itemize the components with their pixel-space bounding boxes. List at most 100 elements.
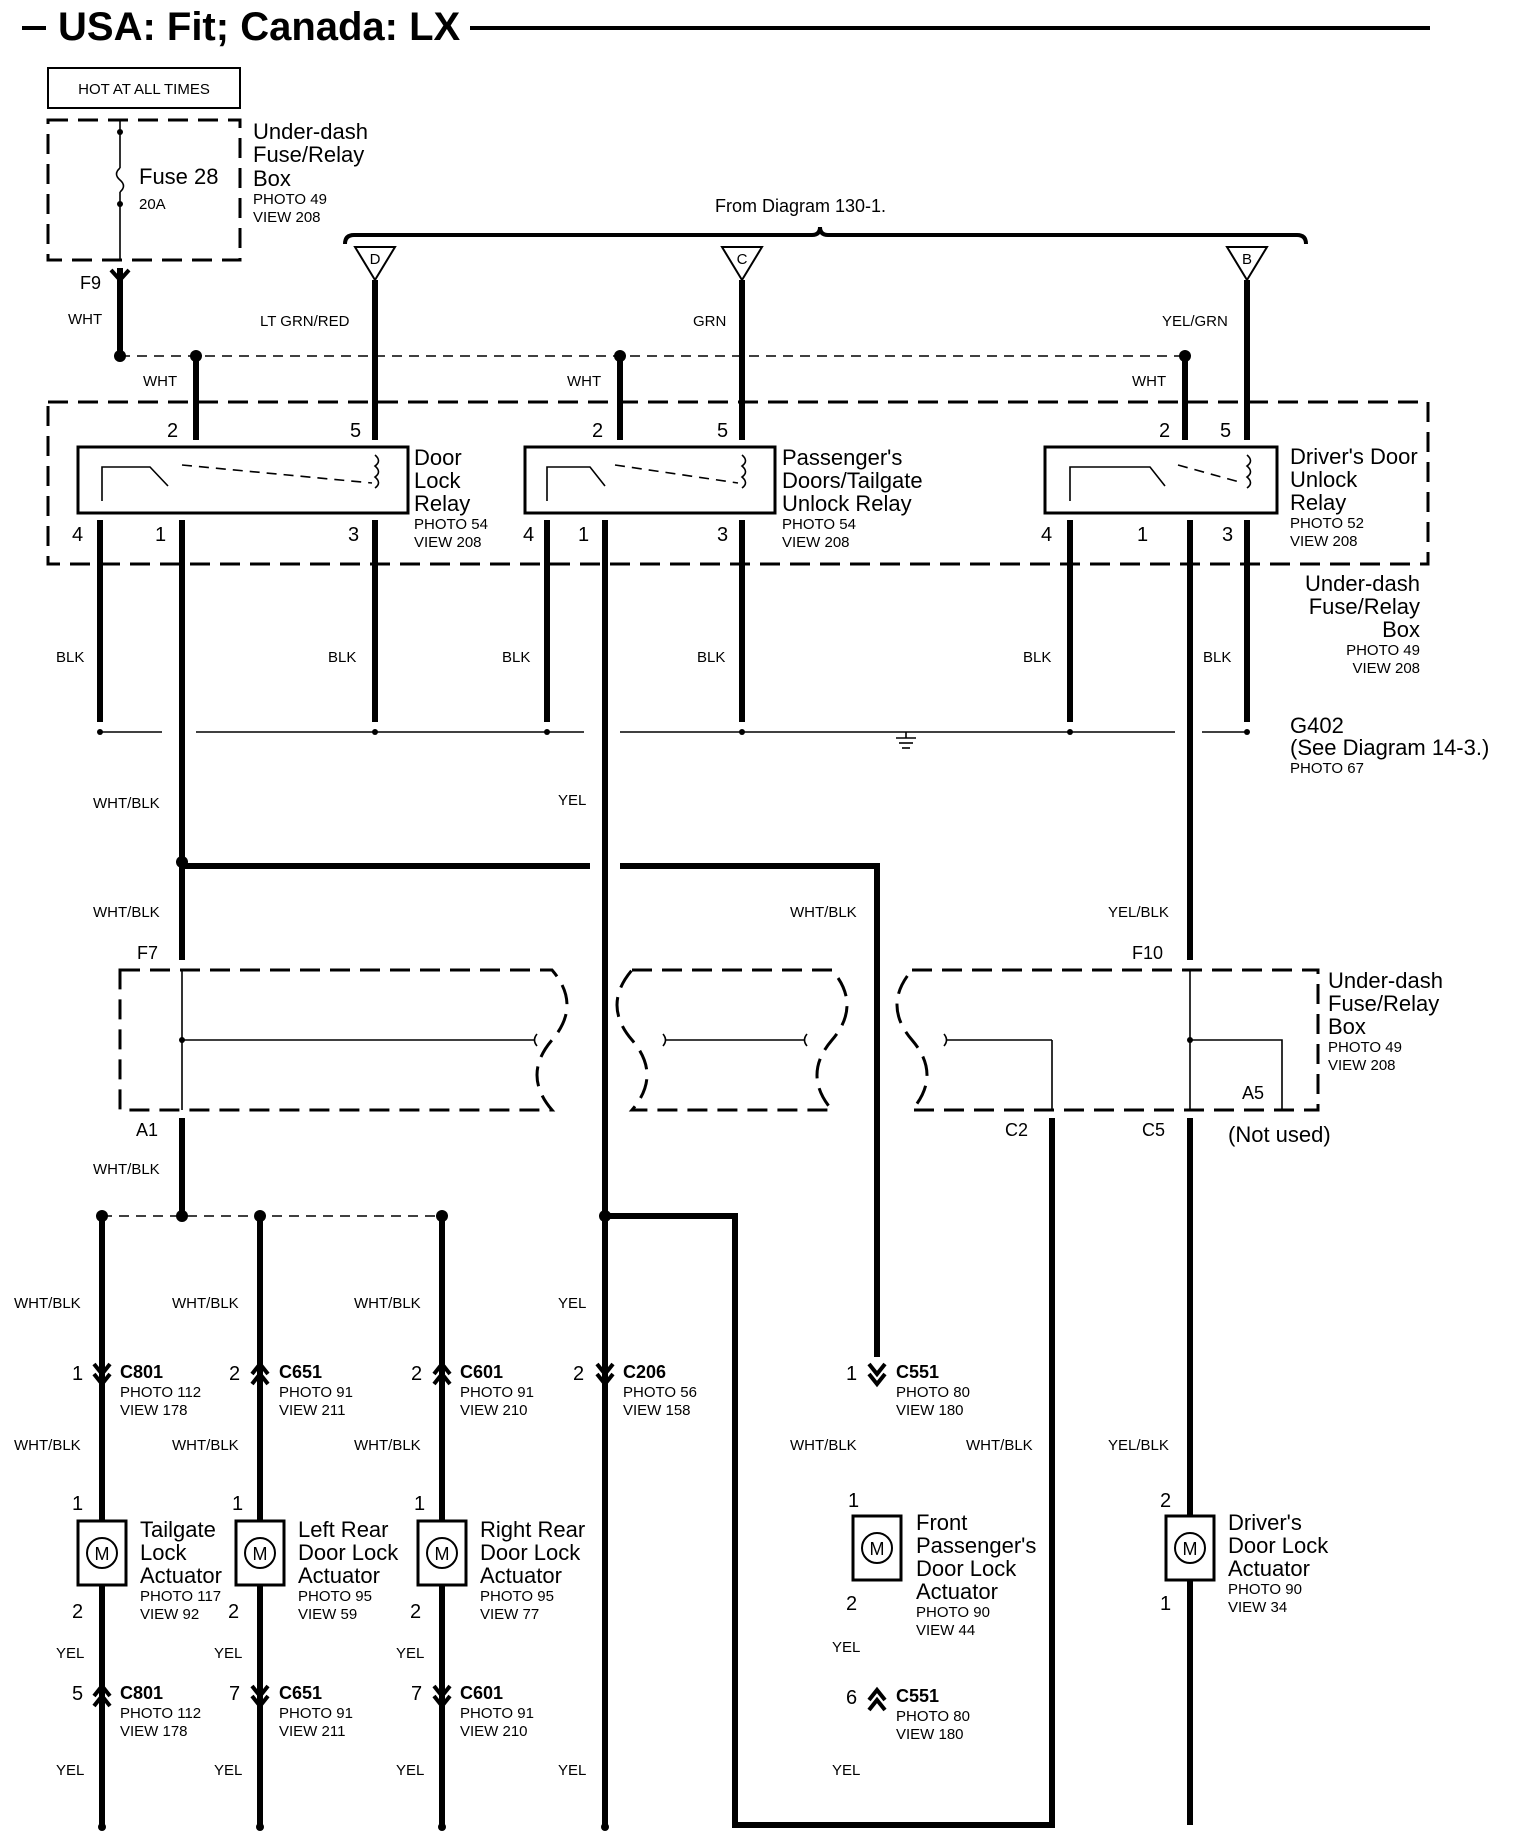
relay3-photo: PHOTO 52 <box>1290 515 1364 532</box>
wire-label-wht-1: WHT <box>143 373 177 390</box>
whtblk-label-1: WHT/BLK <box>93 795 160 812</box>
ground-photo: PHOTO 67 <box>1290 760 1364 777</box>
ground-name: G402 <box>1290 713 1344 738</box>
yel-label-7: YEL <box>56 1762 84 1779</box>
relay-box-photo: PHOTO 49 <box>1346 642 1420 659</box>
c601-pin7: 7 <box>411 1683 422 1705</box>
input-letter-c: C <box>737 251 748 268</box>
right-rear-name-1: Right Rear <box>480 1517 585 1542</box>
connector-marks-row2 <box>92 1682 887 1712</box>
c206-photo: PHOTO 56 <box>623 1384 697 1401</box>
yel-label-8: YEL <box>214 1762 242 1779</box>
motor-tailgate <box>86 1537 118 1569</box>
left-rear-view: VIEW 59 <box>298 1606 357 1623</box>
relay3-name-3: Relay <box>1290 490 1346 515</box>
front-pass-photo: PHOTO 90 <box>916 1604 990 1621</box>
relay2-pin3: 3 <box>717 524 728 546</box>
relay2-photo: PHOTO 54 <box>782 516 856 533</box>
diagram-title: USA: Fit; Canada: LX <box>58 5 461 49</box>
motor-symbol-left-rear: M <box>253 1544 268 1564</box>
right-rear-photo: PHOTO 95 <box>480 1588 554 1605</box>
whtblk-label-6: WHT/BLK <box>172 1295 239 1312</box>
fuse-node-top <box>117 129 123 135</box>
front-pass-pin2: 2 <box>846 1593 857 1615</box>
c601-pin2: 2 <box>411 1363 422 1385</box>
relay2-link <box>614 464 739 484</box>
hot-label-box <box>47 67 241 109</box>
wire-lock-to-front-pass-b <box>620 863 880 1357</box>
c801-photo-2: PHOTO 112 <box>120 1705 201 1722</box>
yelblk-label-2: YEL/BLK <box>1108 1437 1169 1454</box>
input-letter-d: D <box>370 251 381 268</box>
ground-see: (See Diagram 14-3.) <box>1290 735 1489 760</box>
blk-label-1: BLK <box>56 649 84 666</box>
tailgate-name-3: Actuator <box>140 1563 222 1588</box>
front-pass-name-4: Actuator <box>916 1579 998 1604</box>
lower-box-middle <box>615 968 849 1112</box>
yelblk-label-1: YEL/BLK <box>1108 904 1169 921</box>
lower-box-label-1: Under-dash <box>1328 968 1443 993</box>
c551-photo-1: PHOTO 80 <box>896 1384 970 1401</box>
hot-label: HOT AT ALL TIMES <box>78 81 210 98</box>
terminal-c2: C2 <box>1005 1120 1028 1140</box>
c651-name-2: C651 <box>279 1683 322 1703</box>
motor-driver <box>1174 1532 1206 1564</box>
relay2-pin1: 1 <box>578 524 589 546</box>
relay3-pin3: 3 <box>1222 524 1233 546</box>
node-rear-2 <box>176 1210 188 1222</box>
relay3-pin2: 2 <box>1159 420 1170 442</box>
terminal-f10: F10 <box>1132 943 1163 963</box>
c801-view-2: VIEW 178 <box>120 1723 188 1740</box>
c801-pin1: 1 <box>72 1363 83 1385</box>
ground-symbol <box>896 732 916 749</box>
lower-box-break-2 <box>662 1033 808 1047</box>
lower-box-break-3 <box>943 1033 948 1047</box>
relay1-pin4: 4 <box>72 524 83 546</box>
whtblk-label-7: WHT/BLK <box>354 1295 421 1312</box>
yel-label-6: YEL <box>832 1639 860 1656</box>
front-pass-name-1: Front <box>916 1510 967 1535</box>
fuse-symbol <box>115 167 125 193</box>
left-rear-name-3: Actuator <box>298 1563 380 1588</box>
lower-box-to-a5 <box>1190 1039 1283 1110</box>
lower-box-node-2 <box>1187 1037 1193 1043</box>
c801-pin5: 5 <box>72 1683 83 1705</box>
fuse-box-label-3: Box <box>253 166 291 191</box>
relay-box-label-2: Fuse/Relay <box>1309 594 1420 619</box>
lower-box-node-1 <box>179 1037 185 1043</box>
relay2-contact <box>546 466 606 501</box>
relay3-pin1: 1 <box>1137 524 1148 546</box>
c551-view-2: VIEW 180 <box>896 1726 964 1743</box>
input-triangle-b <box>1225 246 1269 282</box>
front-pass-pin1: 1 <box>848 1490 859 1512</box>
from-diagram-brace <box>343 226 1308 245</box>
yel-label-9: YEL <box>396 1762 424 1779</box>
front-pass-name-2: Passenger's <box>916 1533 1036 1558</box>
relay1-contact <box>101 466 169 501</box>
whtblk-label-5: WHT/BLK <box>14 1295 81 1312</box>
driver-pin1: 1 <box>1160 1593 1171 1615</box>
relay3-coil <box>1245 454 1252 489</box>
relay1-pin3: 3 <box>348 524 359 546</box>
motor-front-passenger <box>861 1532 893 1564</box>
lower-box-view: VIEW 208 <box>1328 1057 1396 1074</box>
c551-name-2: C551 <box>896 1686 939 1706</box>
c551-pin1: 1 <box>846 1363 857 1385</box>
relay3-contact <box>1069 466 1166 501</box>
c651-photo-2: PHOTO 91 <box>279 1705 353 1722</box>
relay2-pin2: 2 <box>592 420 603 442</box>
c651-view-2: VIEW 211 <box>279 1723 345 1740</box>
relay2-name-1: Passenger's <box>782 445 902 470</box>
tailgate-photo: PHOTO 117 <box>140 1588 221 1605</box>
relay-passenger-unlock <box>523 445 777 515</box>
fuse-rating: 20A <box>139 196 166 213</box>
driver-pin2: 2 <box>1160 1490 1171 1512</box>
c651-name: C651 <box>279 1362 322 1382</box>
whtblk-label-10: WHT/BLK <box>354 1437 421 1454</box>
c551-view-1: VIEW 180 <box>896 1402 964 1419</box>
left-rear-pin2: 2 <box>228 1601 239 1623</box>
wire-label-wht-3: WHT <box>1132 373 1166 390</box>
blk-label-2: BLK <box>328 649 356 666</box>
front-pass-name-3: Door Lock <box>916 1556 1017 1581</box>
